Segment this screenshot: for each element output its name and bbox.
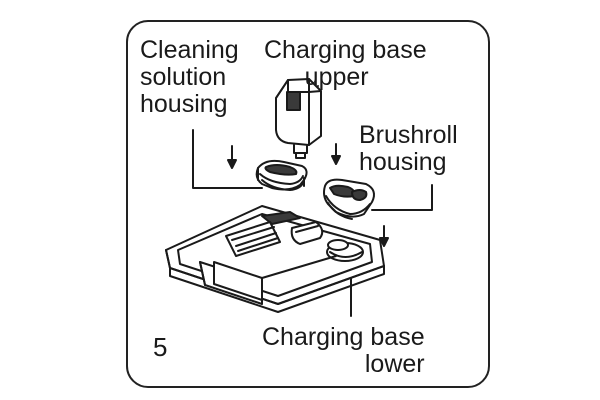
cleaning-solution-housing-part (255, 159, 308, 191)
down-arrow-icon (227, 145, 237, 169)
charging-base-lower-part (165, 205, 385, 313)
diagram-panel (126, 20, 490, 388)
label-line: Cleaning (140, 36, 239, 64)
label-line: lower (364, 350, 425, 378)
label-line: Charging base (262, 323, 425, 351)
label-line: Charging base (264, 36, 427, 64)
step-number: 5 (153, 332, 168, 362)
charging-base-upper-part (275, 78, 322, 159)
down-arrow-icon (379, 225, 389, 247)
label-line: housing (359, 148, 447, 176)
cleaning-solution-leader-line (192, 129, 263, 189)
down-arrow-icon (331, 143, 341, 165)
label-line: upper (304, 63, 369, 91)
brushroll-leader-line (371, 184, 433, 211)
label-charging-base-upper: Charging base upper (264, 37, 427, 91)
label-cleaning-solution-housing: Cleaning solution housing (140, 37, 239, 118)
label-brushroll-housing: Brushroll housing (359, 122, 458, 176)
label-line: solution (140, 63, 227, 91)
brushroll-housing-part (323, 178, 375, 220)
label-charging-base-lower: Charging base lower (262, 324, 425, 378)
label-line: housing (140, 90, 228, 118)
label-line: Brushroll (359, 121, 458, 149)
